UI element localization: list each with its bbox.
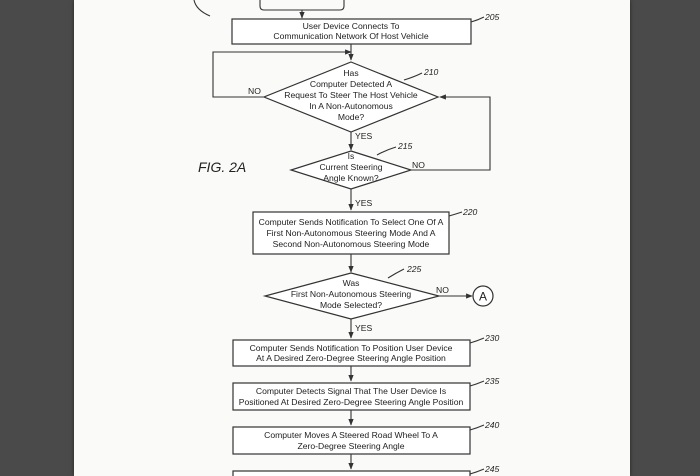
label-no-225: NO — [436, 285, 449, 295]
step-220-line-1: Computer Sends Notification To Select On… — [259, 217, 444, 227]
connector-a: A — [472, 285, 494, 307]
step-205-line-1: User Device Connects To — [303, 21, 400, 31]
decision-210-line-5: Mode? — [338, 112, 364, 122]
connector-a-label: A — [479, 290, 487, 304]
ref-215: 215 — [397, 141, 413, 151]
step-220-line-3: Second Non-Autonomous Steering Mode — [273, 239, 430, 249]
ref-240: 240 — [484, 420, 500, 430]
ref-230: 230 — [484, 333, 500, 343]
step-230-line-1: Computer Sends Notification To Position … — [250, 343, 453, 353]
label-yes-210: YES — [355, 131, 372, 141]
decision-210-line-1: Has — [343, 68, 358, 78]
label-no-210: NO — [248, 86, 261, 96]
flowchart: User Device Connects To Communication Ne… — [193, 0, 500, 476]
step-245-partial: 245 — [232, 464, 500, 476]
step-240-line-2: Zero-Degree Steering Angle — [297, 441, 404, 451]
patent-drawing-page: User Device Connects To Communication Ne… — [74, 0, 630, 476]
ref-245: 245 — [484, 464, 500, 474]
start-terminal-partial — [193, 0, 345, 19]
ref-225: 225 — [406, 264, 422, 274]
decision-215: Is Current Steering Angle Known? 215 — [289, 141, 413, 190]
step-220-line-2: First Non-Autonomous Steering Mode And A — [266, 228, 435, 238]
step-235-line-2: Positioned At Desired Zero-Degree Steeri… — [239, 397, 464, 407]
label-no-215: NO — [412, 160, 425, 170]
decision-210-line-2: Computer Detected A — [310, 79, 392, 89]
decision-225: Was First Non-Autonomous Steering Mode S… — [262, 264, 442, 320]
step-205: User Device Connects To Communication Ne… — [231, 12, 500, 45]
label-yes-215: YES — [355, 198, 372, 208]
decision-210-line-3: Request To Steer The Host Vehicle — [284, 90, 418, 100]
decision-215-line-1: Is — [348, 151, 355, 161]
decision-215-line-3: Angle Known? — [323, 173, 379, 183]
label-yes-225: YES — [355, 323, 372, 333]
step-235-line-1: Computer Detects Signal That The User De… — [256, 386, 446, 396]
decision-225-line-2: First Non-Autonomous Steering — [291, 289, 412, 299]
step-205-line-2: Communication Network Of Host Vehicle — [273, 31, 428, 41]
step-220: Computer Sends Notification To Select On… — [252, 207, 478, 255]
ref-220: 220 — [462, 207, 478, 217]
decision-210-line-4: In A Non-Autonomous — [309, 101, 393, 111]
decision-225-line-1: Was — [343, 278, 360, 288]
loop-215-no — [411, 94, 491, 171]
ref-235: 235 — [484, 376, 500, 386]
step-240-line-1: Computer Moves A Steered Road Wheel To A — [264, 430, 438, 440]
loop-210-no — [212, 49, 352, 98]
step-230: Computer Sends Notification To Position … — [232, 333, 500, 367]
figure-label: FIG. 2A — [198, 159, 246, 175]
decision-215-line-2: Current Steering — [319, 162, 382, 172]
decision-210: Has Computer Detected A Request To Steer… — [262, 61, 440, 133]
decision-225-line-3: Mode Selected? — [320, 300, 382, 310]
step-235: Computer Detects Signal That The User De… — [232, 376, 500, 411]
ref-210: 210 — [423, 67, 439, 77]
ref-205: 205 — [484, 12, 500, 22]
step-230-line-2: At A Desired Zero-Degree Steering Angle … — [256, 353, 446, 363]
step-240: Computer Moves A Steered Road Wheel To A… — [232, 420, 500, 455]
